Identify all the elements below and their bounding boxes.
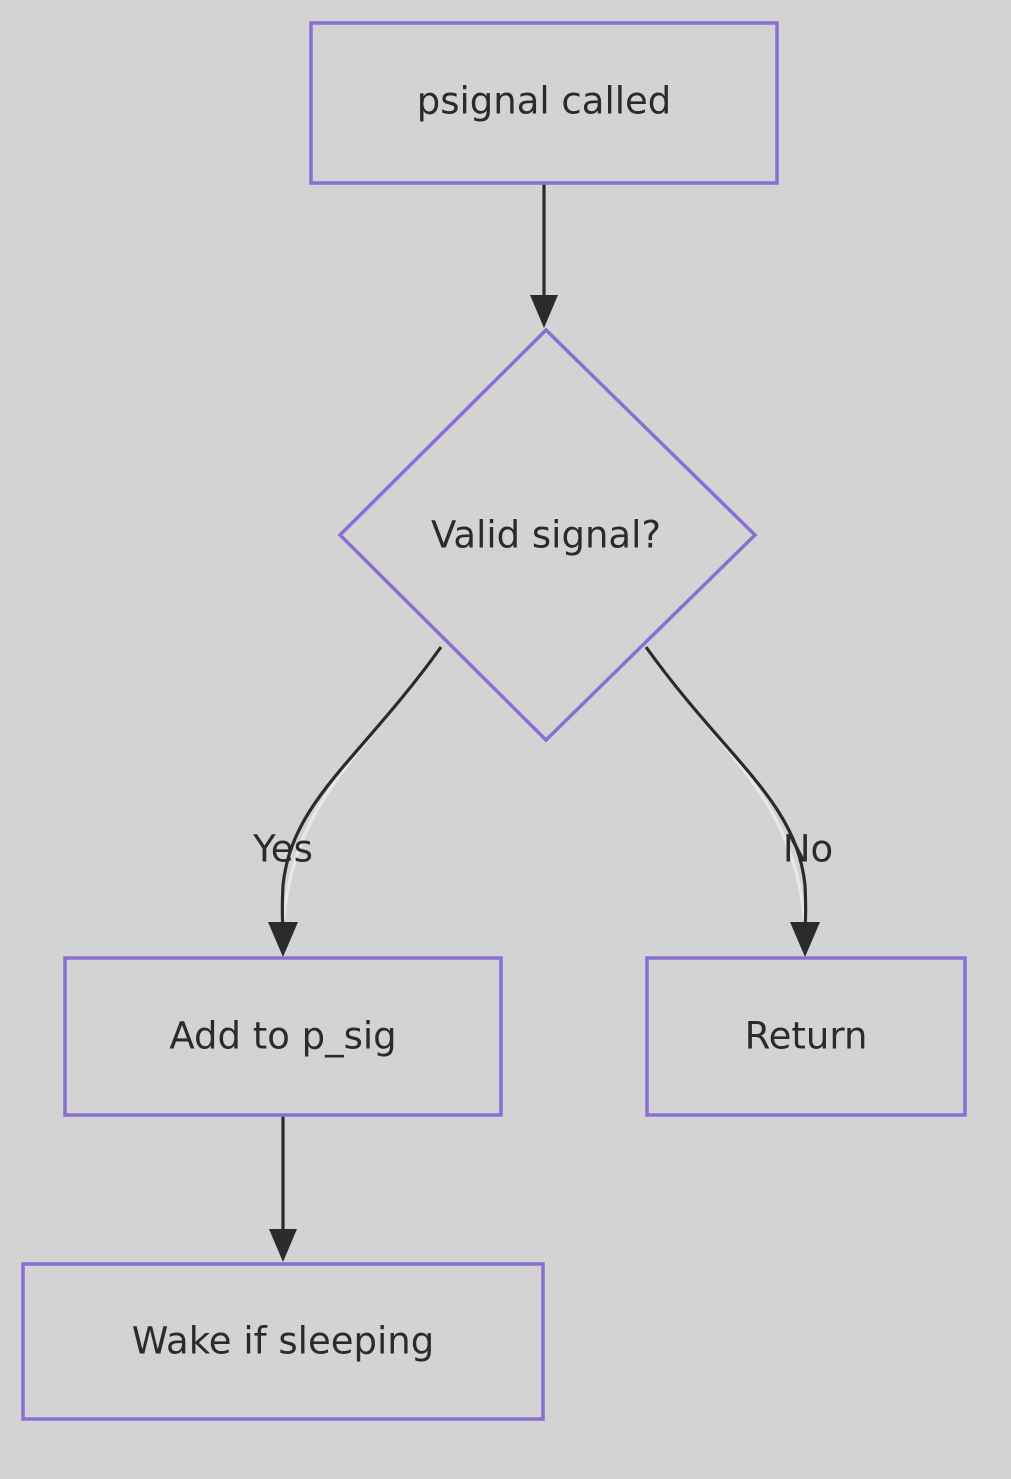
node-psignal-called[interactable]: psignal called [309,21,779,185]
edge-label-yes: Yes [252,828,313,871]
arrow-head-icon [268,922,298,957]
node-wake-if-sleeping[interactable]: Wake if sleeping [21,1262,545,1421]
arrow-head-icon [530,295,558,328]
node-label: Wake if sleeping [132,1320,434,1363]
node-label: Return [745,1015,868,1058]
node-return[interactable]: Return [645,956,967,1117]
node-rect[interactable] [645,956,967,1117]
edge-line-tail [803,884,808,929]
edge-line-tail [280,884,285,929]
edge-halo [644,646,807,929]
arrow-head-icon [790,922,820,957]
node-valid-signal-decision[interactable]: Valid signal? [337,327,758,743]
arrow-head-icon [269,1229,297,1262]
node-rect[interactable] [309,21,779,185]
edge-decide-to-return: No [644,646,833,957]
edge-line [644,646,807,886]
node-label: Valid signal? [431,514,661,557]
edge-decide-to-add: Yes [252,646,443,957]
node-label: psignal called [417,80,672,123]
edge-start-to-decide [530,183,558,328]
node-add-to-p-sig[interactable]: Add to p_sig [63,956,503,1117]
edge-label-no: No [783,828,833,871]
node-diamond[interactable] [337,327,758,743]
edge-halo [281,646,443,929]
node-rect[interactable] [63,956,503,1117]
node-label: Add to p_sig [169,1015,396,1058]
node-rect[interactable] [21,1262,545,1421]
edge-add-to-wake [269,1115,297,1262]
edge-line [281,646,443,886]
